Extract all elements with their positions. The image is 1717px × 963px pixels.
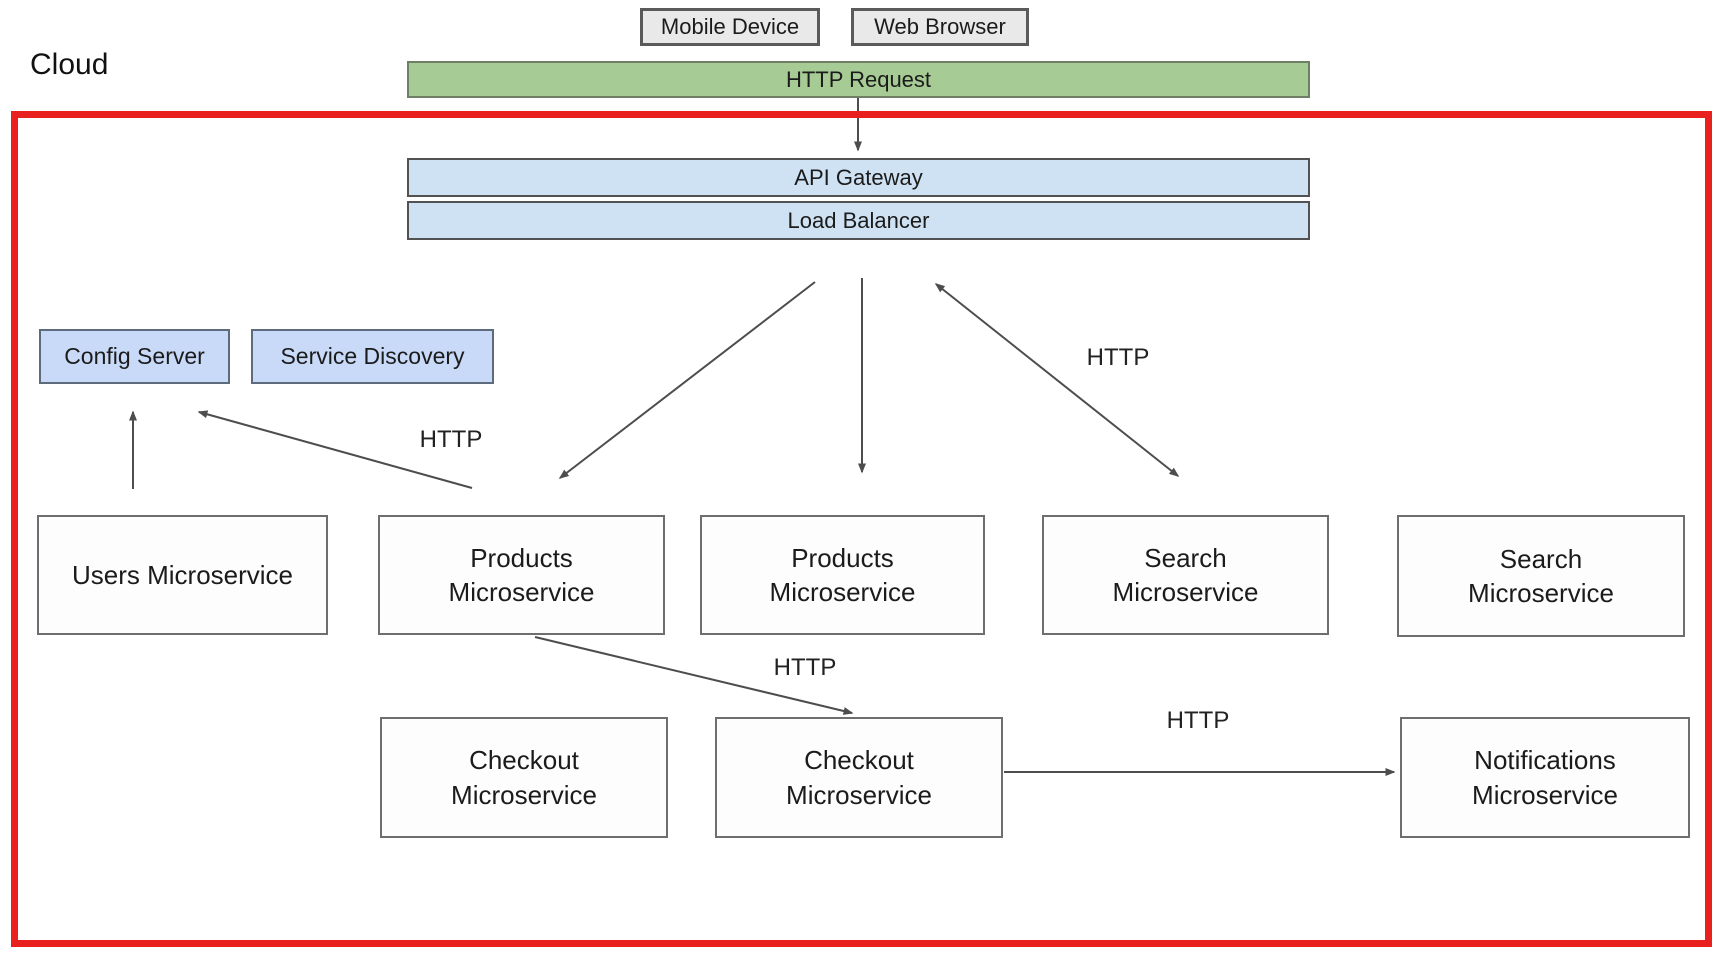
load-balancer-bar: Load Balancer xyxy=(407,201,1310,240)
search-microservice-1-node: Search Microservice xyxy=(1042,515,1329,635)
mobile-device-node: Mobile Device xyxy=(640,8,820,46)
checkout-microservice-2-node: Checkout Microservice xyxy=(715,717,1003,838)
http-edge-label-notifications: HTTP xyxy=(1166,707,1230,734)
products-microservice-1-node: Products Microservice xyxy=(378,515,665,635)
service-discovery-node: Service Discovery xyxy=(251,329,494,384)
http-request-bar: HTTP Request xyxy=(407,61,1310,98)
search-microservice-2-node: Search Microservice xyxy=(1397,515,1685,637)
http-edge-label-search: HTTP xyxy=(1086,344,1150,371)
http-edge-label-config: HTTP xyxy=(419,426,483,453)
arrow-balancer-search-1-bidirectional xyxy=(934,283,1180,477)
arrow-balancer-to-products-1 xyxy=(558,281,816,479)
api-gateway-bar: API Gateway xyxy=(407,158,1310,197)
cloud-region-label: Cloud xyxy=(30,48,109,81)
products-microservice-2-node: Products Microservice xyxy=(700,515,985,635)
web-browser-node: Web Browser xyxy=(851,8,1029,46)
checkout-microservice-1-node: Checkout Microservice xyxy=(380,717,668,838)
config-server-node: Config Server xyxy=(39,329,230,384)
users-microservice-node: Users Microservice xyxy=(37,515,328,635)
http-edge-label-checkout: HTTP xyxy=(773,654,837,681)
notifications-microservice-node: Notifications Microservice xyxy=(1400,717,1690,838)
